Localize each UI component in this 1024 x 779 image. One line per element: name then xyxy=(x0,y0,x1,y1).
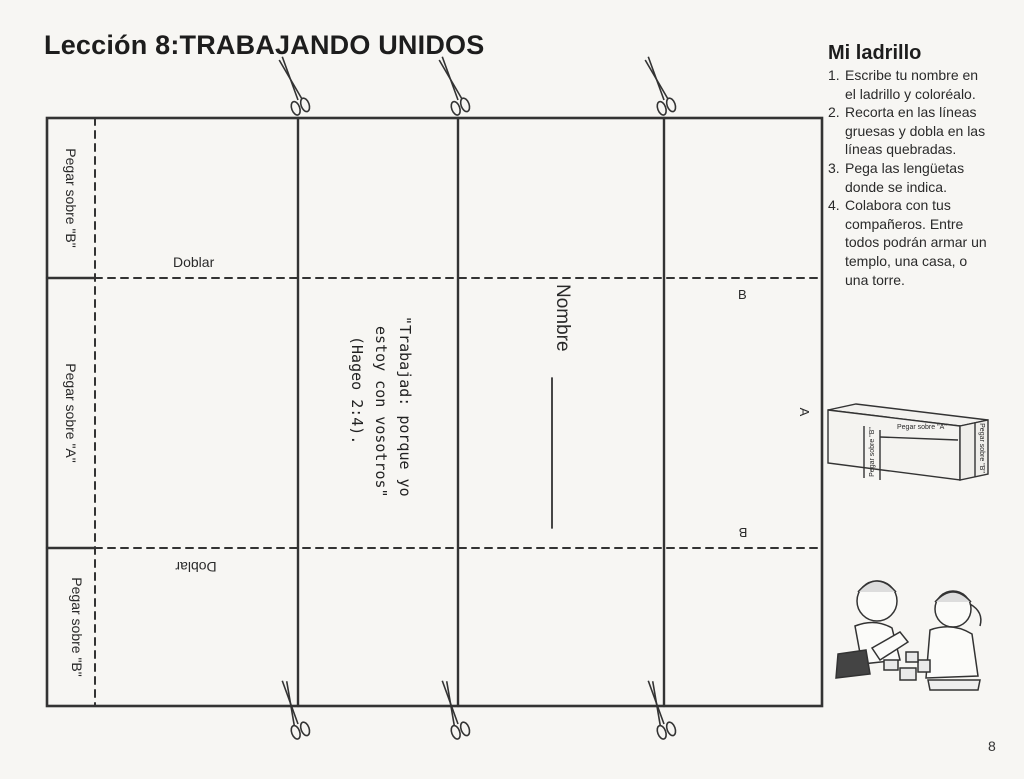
brick-illustration xyxy=(827,403,989,481)
scissors-icon xyxy=(647,680,677,740)
instruction-step: 3.Pega las lengüetas donde se indica. xyxy=(828,159,965,195)
marker-a: A xyxy=(797,408,812,417)
page-title: Lección 8:TRABAJANDO UNIDOS xyxy=(44,30,485,60)
scissors-icon xyxy=(438,56,471,116)
scissors-icon xyxy=(441,680,471,740)
fold-label-top: Doblar xyxy=(173,254,215,270)
marker-b-bottom: B xyxy=(739,525,748,540)
scissors-icon xyxy=(281,680,311,740)
instructions-list: 1.Escribe tu nombre en el ladrillo y col… xyxy=(828,66,988,289)
tab-label-middle: Pegar sobre "A" xyxy=(63,363,79,462)
fold-label-bottom: Doblar xyxy=(175,559,217,575)
tab-label-top: Pegar sobre "B" xyxy=(63,148,79,247)
page-number: 8 xyxy=(988,738,996,754)
quote-line-1: "Trabajad: porque yo xyxy=(396,316,414,497)
instructions-title: Mi ladrillo xyxy=(828,42,922,64)
instruction-step: 1.Escribe tu nombre en el ladrillo y col… xyxy=(828,67,979,102)
scissors-icon xyxy=(278,56,311,116)
brick-label-left: Pegar sobre "B" xyxy=(869,427,876,477)
instruction-step: 2.Recorta en las líneas gruesas y dobla … xyxy=(828,104,986,158)
template-outline xyxy=(45,116,824,708)
scissors-icon xyxy=(644,56,677,116)
instruction-step: 4.Colabora con tus compañeros. Entre tod… xyxy=(828,197,987,288)
children-illustration xyxy=(835,580,982,691)
quote-line-3: (Hageo 2:4). xyxy=(348,336,366,444)
marker-b-top: B xyxy=(738,287,747,302)
name-label: Nombre xyxy=(552,284,573,352)
brick-label-front: Pegar sobre "A" xyxy=(897,424,947,431)
quote-line-2: estoy con vosotros" xyxy=(372,326,390,498)
brick-label-right: Pegar sobre "B" xyxy=(978,423,985,473)
tab-label-bottom: Pegar sobre "B" xyxy=(69,577,85,676)
